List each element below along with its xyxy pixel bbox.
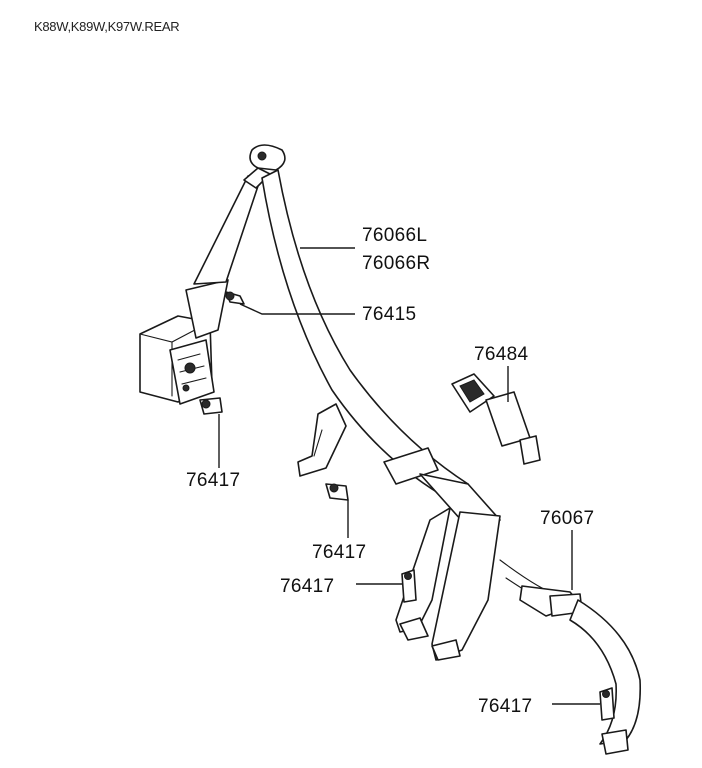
part-label-76066L: 76066L	[362, 225, 427, 246]
bolt-76417-right	[599, 687, 615, 721]
part-label-76484: 76484	[474, 344, 528, 365]
bolt-76417-middle	[401, 569, 417, 603]
part-label-76415: 76415	[362, 304, 416, 325]
part-label-76417-left: 76417	[186, 470, 240, 491]
bolt-76417-center	[325, 483, 349, 501]
diagram-header: K88W,K89W,K97W.REAR	[34, 19, 180, 34]
part-label-76067: 76067	[540, 508, 594, 529]
belt-bracket	[297, 403, 347, 477]
retractor-assembly	[139, 173, 263, 405]
upper-anchor	[243, 144, 286, 189]
part-label-76417-right: 76417	[478, 696, 532, 717]
bolt-76417-left	[199, 397, 223, 415]
shoulder-belt	[261, 169, 501, 531]
bolt-76415	[225, 291, 245, 305]
part-label-76417-center: 76417	[312, 542, 366, 563]
part-label-76417-middle: 76417	[280, 576, 334, 597]
lap-belt-right	[499, 559, 642, 755]
buckle-part	[451, 373, 541, 465]
part-label-76066R: 76066R	[362, 253, 430, 274]
leader-lines	[218, 247, 600, 705]
